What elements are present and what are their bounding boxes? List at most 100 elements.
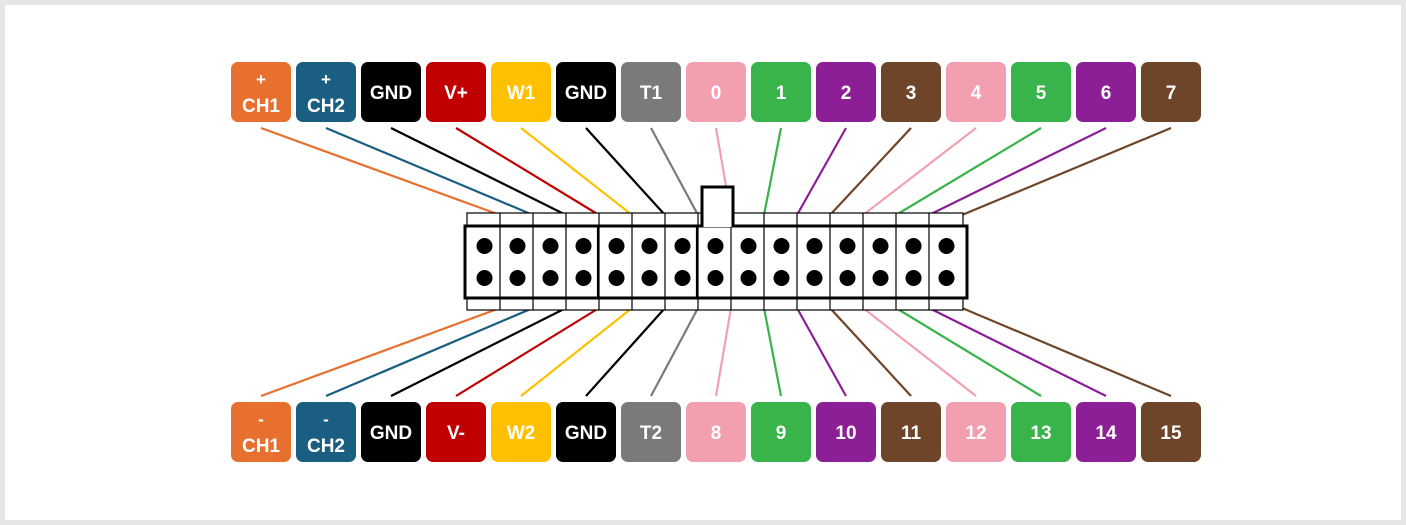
bottom-pin-13-12: 13	[1011, 402, 1071, 462]
pin-hole	[707, 238, 724, 254]
wire-top-13	[928, 127, 1107, 216]
pin-hole	[872, 238, 889, 254]
wire-top-6	[650, 127, 699, 216]
pin-label-text: 5	[1036, 83, 1047, 104]
pin-label-box	[426, 402, 486, 462]
pin-hole	[740, 270, 757, 286]
pin-label-text: CH1	[242, 436, 280, 457]
connector-body	[463, 224, 969, 300]
wire-bottom-7	[714, 307, 733, 397]
pin-label-text: 2	[841, 83, 852, 104]
pin-hole	[509, 270, 526, 286]
top-pin-4-11: 4	[946, 62, 1006, 122]
pin-label-box	[1011, 62, 1071, 122]
pin-hole	[542, 238, 559, 254]
wire-top-9	[796, 127, 847, 216]
top-pin-1-8: 1	[751, 62, 811, 122]
pin-label-text: 15	[1160, 423, 1182, 444]
wire-bottom-8	[762, 307, 783, 397]
wire-bottom-3	[455, 307, 600, 397]
top-pin-7-14: 7	[1141, 62, 1201, 122]
pin-label-box	[751, 62, 811, 122]
pin-label-text: 10	[835, 423, 856, 444]
pin-label-box	[816, 402, 876, 462]
bottom-pin-minusch2-1: -CH2	[296, 402, 356, 462]
wire-top-14	[961, 126, 1172, 217]
pin-hole	[674, 270, 691, 286]
connector	[463, 185, 969, 311]
pin-label-box	[296, 402, 356, 462]
pin-label-box	[751, 402, 811, 462]
pin-label-box	[491, 62, 551, 122]
pin-label-box	[556, 402, 616, 462]
pin-label-text: 0	[711, 83, 722, 104]
pin-label-text: CH2	[307, 96, 345, 117]
pin-polarity-sign: -	[323, 410, 329, 429]
pin-label-box	[426, 62, 486, 122]
bottom-pin-15-14: 15	[1141, 402, 1201, 462]
pin-label-text: W2	[507, 423, 536, 444]
pin-hole	[938, 270, 955, 286]
pin-label-text: GND	[370, 423, 412, 444]
pin-label-text: 6	[1101, 83, 1112, 104]
wire-bottom-13	[928, 307, 1107, 397]
pin-hole	[608, 238, 625, 254]
pin-label-box	[491, 402, 551, 462]
pin-label-text: 13	[1030, 423, 1051, 444]
wire-bottom-4	[520, 307, 633, 397]
pin-label-text: GND	[565, 83, 607, 104]
pin-label-box	[556, 62, 616, 122]
wire-top-10	[829, 127, 912, 216]
pin-label-box	[881, 402, 941, 462]
wire-top-2	[390, 127, 567, 216]
pin-hole	[707, 270, 724, 286]
pin-label-box	[1011, 402, 1071, 462]
pin-label-box	[621, 402, 681, 462]
bottom-pin-12-11: 12	[946, 402, 1006, 462]
top-pin-vplus-3: V+	[426, 62, 486, 122]
wire-top-12	[895, 127, 1042, 216]
pin-polarity-sign: +	[256, 70, 266, 89]
pin-hole	[509, 238, 526, 254]
pin-label-box	[946, 402, 1006, 462]
wire-bottom-2	[390, 307, 567, 397]
pin-hole	[806, 238, 823, 254]
pin-hole	[773, 238, 790, 254]
pin-polarity-sign: -	[258, 410, 264, 429]
top-pin-0-7: 0	[686, 62, 746, 122]
pin-label-text: 4	[971, 83, 982, 104]
pin-hole	[641, 270, 658, 286]
wire-bottom-12	[895, 307, 1042, 397]
bottom-pin-w2-4: W2	[491, 402, 551, 462]
pin-hole	[938, 238, 955, 254]
pin-hole	[740, 238, 757, 254]
pin-label-box	[946, 62, 1006, 122]
pin-label-box	[296, 62, 356, 122]
bottom-pin-minusch1-0: - CH1	[231, 402, 291, 462]
connector-latch	[700, 185, 735, 227]
wire-top-8	[762, 127, 783, 216]
pin-hole	[542, 270, 559, 286]
pin-hole	[872, 270, 889, 286]
pin-label-box	[361, 62, 421, 122]
wire-top-1	[325, 126, 534, 217]
pin-label-text: T1	[640, 83, 663, 104]
bottom-pin-t2-6: T2	[621, 402, 681, 462]
wire-bottom-0	[260, 306, 501, 398]
pin-hole	[575, 238, 592, 254]
pin-label-text: W1	[507, 83, 536, 104]
pin-label-box	[686, 62, 746, 122]
top-pin-w1-4: W1	[491, 62, 551, 122]
pin-label-text: GND	[565, 423, 607, 444]
pin-label-text: V-	[447, 423, 465, 444]
wire-bottom-1	[325, 306, 534, 398]
top-pin-gnd-5: GND	[556, 62, 616, 122]
wires	[260, 126, 1172, 398]
top-pin-gnd-2: GND	[361, 62, 421, 122]
wire-bottom-5	[585, 307, 666, 397]
top-pin-3-10: 3	[881, 62, 941, 122]
